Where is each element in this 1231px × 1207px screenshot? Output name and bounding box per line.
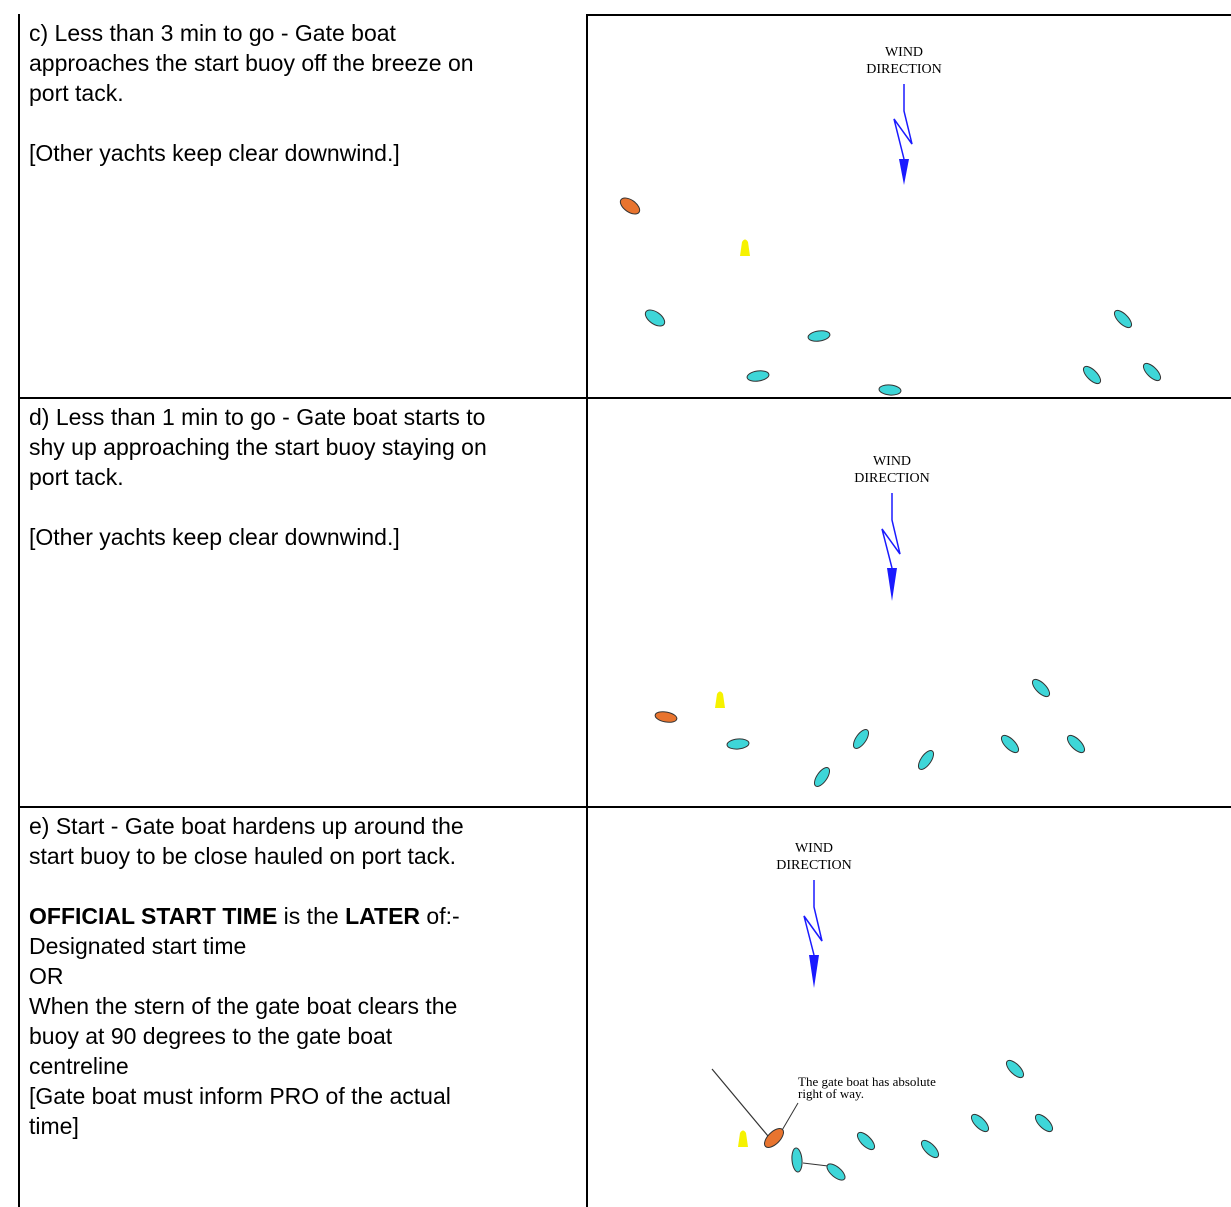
paragraph-gap xyxy=(29,108,578,138)
yacht-icon xyxy=(1066,734,1086,754)
annotation-text: The gate boat has absolute xyxy=(798,1074,936,1089)
option-stern-line: centreline xyxy=(29,1053,129,1079)
row-c-line: c) Less than 3 min to go - Gate boat xyxy=(29,20,396,46)
row-e-diagram: WIND DIRECTION The gate boat has absolut… xyxy=(711,841,1054,1181)
later-label: LATER xyxy=(345,903,421,929)
option-designated: Designated start time xyxy=(29,933,247,959)
line-of-sight xyxy=(711,1068,769,1137)
yacht-icon xyxy=(970,1113,990,1133)
note-line: [Gate boat must inform PRO of the actual xyxy=(29,1083,451,1109)
row-d-diagram: WIND DIRECTION xyxy=(654,454,1086,787)
row-e-line: start buoy to be close hauled on port ta… xyxy=(29,843,457,869)
row-c-text-cell: c) Less than 3 min to go - Gate boat app… xyxy=(18,14,588,398)
row-d-text-cell: d) Less than 1 min to go - Gate boat sta… xyxy=(18,398,588,807)
row-c-diagram: WIND DIRECTION xyxy=(619,45,1162,396)
row-e-diagram-cell: WIND DIRECTION The gate boat has absolut… xyxy=(588,807,1231,1207)
yacht-icon xyxy=(856,1131,876,1151)
wind-label: DIRECTION xyxy=(776,858,851,873)
wind-label: DIRECTION xyxy=(854,471,929,486)
yacht-icon xyxy=(920,1139,940,1159)
wind-arrow-icon xyxy=(803,880,823,988)
yacht-icon xyxy=(807,330,831,342)
row-c-line: [Other yachts keep clear downwind.] xyxy=(29,140,400,166)
yacht-icon xyxy=(644,309,666,327)
row-e-line: e) Start - Gate boat hardens up around t… xyxy=(29,813,464,839)
yacht-icon xyxy=(1142,362,1162,382)
option-stern-line: buoy at 90 degrees to the gate boat xyxy=(29,1023,393,1049)
instruction-table: c) Less than 3 min to go - Gate boat app… xyxy=(18,14,1231,1207)
option-stern-line: When the stern of the gate boat clears t… xyxy=(29,993,458,1019)
row-d-line: [Other yachts keep clear downwind.] xyxy=(29,524,400,550)
row-c-diagram-cell: WIND DIRECTION xyxy=(588,14,1231,398)
yacht-icon xyxy=(791,1147,803,1173)
start-buoy-icon xyxy=(738,1130,748,1147)
row-divider xyxy=(18,806,1231,808)
yacht-icon xyxy=(746,370,770,382)
yacht-icon xyxy=(1034,1113,1054,1133)
start-buoy-icon xyxy=(740,239,750,256)
row-e-text-cell: e) Start - Gate boat hardens up around t… xyxy=(18,807,588,1207)
official-start-time-line: OFFICIAL START TIME is the LATER of:- xyxy=(29,901,578,931)
note-line: time] xyxy=(29,1113,79,1139)
row-d-line: d) Less than 1 min to go - Gate boat sta… xyxy=(29,404,486,430)
yacht-icon xyxy=(813,767,831,787)
wind-label: WIND xyxy=(795,841,833,856)
row-c-line: port tack. xyxy=(29,80,124,106)
paragraph-gap xyxy=(29,871,578,901)
wind-arrow-icon xyxy=(893,84,913,185)
table-top-border xyxy=(588,14,1231,16)
or-label: OR xyxy=(29,963,64,989)
yacht-icon xyxy=(1113,309,1133,329)
annotation-pointer xyxy=(780,1102,799,1133)
row-d-diagram-cell: WIND DIRECTION xyxy=(588,398,1231,807)
gate-boat-icon xyxy=(654,711,678,723)
annotation-text: right of way. xyxy=(798,1086,864,1101)
yacht-icon xyxy=(1000,734,1020,754)
yacht-icon xyxy=(826,1163,846,1181)
yacht-icon xyxy=(1082,365,1102,385)
row-d-line: shy up approaching the start buoy stayin… xyxy=(29,434,487,460)
official-start-time-mid: is the xyxy=(277,903,346,929)
row-divider xyxy=(18,397,1231,399)
wind-arrow-icon xyxy=(881,493,901,601)
wind-label: DIRECTION xyxy=(866,62,941,77)
table-row-e: e) Start - Gate boat hardens up around t… xyxy=(18,807,1231,1207)
yacht-icon xyxy=(852,729,870,749)
gate-boat-icon xyxy=(619,197,641,215)
official-start-time-end: of:- xyxy=(420,903,460,929)
start-buoy-icon xyxy=(715,691,725,708)
table-row-d: d) Less than 1 min to go - Gate boat sta… xyxy=(18,398,1231,807)
gate-boat-icon xyxy=(764,1128,784,1148)
wind-label: WIND xyxy=(873,454,911,469)
yacht-icon xyxy=(878,384,902,396)
yacht-icon xyxy=(1031,678,1051,698)
official-start-time-label: OFFICIAL START TIME xyxy=(29,903,278,929)
overlap-line xyxy=(802,1162,829,1167)
table-row-c: c) Less than 3 min to go - Gate boat app… xyxy=(18,14,1231,398)
row-c-line: approaches the start buoy off the breeze… xyxy=(29,50,474,76)
paragraph-gap xyxy=(29,492,578,522)
yacht-icon xyxy=(1005,1059,1025,1079)
yacht-icon xyxy=(917,750,935,770)
row-d-line: port tack. xyxy=(29,464,124,490)
wind-label: WIND xyxy=(885,45,923,60)
yacht-icon xyxy=(726,738,750,750)
